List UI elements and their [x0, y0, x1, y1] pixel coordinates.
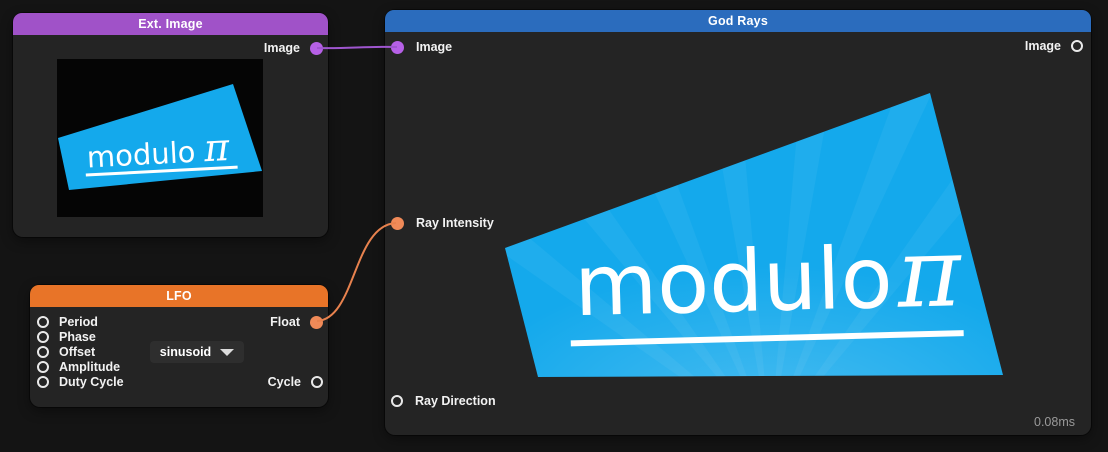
- node-lfo[interactable]: LFO Period Phase Offset Amplitude Duty C…: [30, 285, 328, 407]
- god-rays-input-image-label: Image: [416, 40, 453, 54]
- logo-panel-large: [505, 93, 1003, 377]
- lfo-output-float-port[interactable]: [310, 315, 323, 329]
- god-rays-timing-label: 0.08ms: [1034, 415, 1075, 429]
- lfo-input-period-port[interactable]: [37, 316, 49, 328]
- lfo-input-offset-row: Offset: [37, 344, 95, 360]
- god-rays-input-ray-intensity-row: Ray Intensity: [391, 215, 494, 231]
- ext-image-title: Ext. Image: [138, 17, 203, 31]
- ext-image-preview: modulo π: [57, 59, 263, 217]
- ext-image-output-label: Image: [263, 41, 300, 55]
- lfo-waveform-value: sinusoid: [159, 345, 212, 359]
- lfo-input-duty-cycle-row: Duty Cycle: [37, 374, 124, 390]
- lfo-input-phase-label: Phase: [59, 330, 96, 344]
- lfo-output-cycle-row: Cycle: [268, 374, 323, 390]
- lfo-input-amplitude-row: Amplitude: [37, 359, 120, 375]
- logo-text-large: modulo: [573, 229, 894, 336]
- god-rays-output-image-port[interactable]: [1071, 40, 1083, 52]
- lfo-output-cycle-port[interactable]: [311, 376, 323, 388]
- logo-underline-large: [570, 330, 964, 347]
- lfo-input-phase-port[interactable]: [37, 331, 49, 343]
- lfo-title: LFO: [166, 289, 192, 303]
- lfo-input-duty-cycle-label: Duty Cycle: [59, 375, 124, 389]
- logo-pi-large: π: [895, 216, 964, 330]
- logo-text-small: modulo: [86, 135, 196, 175]
- lfo-input-offset-port[interactable]: [37, 346, 49, 358]
- lfo-input-offset-label: Offset: [59, 345, 96, 359]
- node-ext-image[interactable]: Ext. Image Image modulo π: [13, 13, 328, 237]
- chevron-down-icon: [220, 348, 235, 356]
- god-rays-input-ray-direction-row: Ray Direction: [391, 393, 496, 409]
- god-rays-input-ray-intensity-label: Ray Intensity: [416, 216, 494, 230]
- god-rays-title: God Rays: [708, 14, 768, 28]
- god-rays-input-image-port[interactable]: [391, 40, 404, 54]
- lfo-input-phase-row: Phase: [37, 329, 96, 345]
- logo-underline-small: [85, 165, 238, 177]
- god-rays-input-image-row: Image: [391, 39, 452, 55]
- ext-image-output-row: Image: [264, 40, 323, 56]
- node-god-rays[interactable]: God Rays modulo: [385, 10, 1091, 435]
- ext-image-preview-render: modulo π: [58, 84, 262, 190]
- lfo-input-amplitude-label: Amplitude: [59, 360, 121, 374]
- lfo-input-amplitude-port[interactable]: [37, 361, 49, 373]
- lfo-input-period-label: Period: [59, 315, 98, 329]
- god-rays-output-image-label: Image: [1024, 39, 1061, 53]
- god-rays-header[interactable]: God Rays: [385, 10, 1091, 32]
- god-rays-input-ray-direction-port[interactable]: [391, 395, 403, 407]
- lfo-output-cycle-label: Cycle: [267, 375, 301, 389]
- lfo-header[interactable]: LFO: [30, 285, 328, 307]
- logo-panel-small: [58, 84, 262, 190]
- lfo-input-duty-cycle-port[interactable]: [37, 376, 49, 388]
- god-rays-output-image-row: Image: [1025, 38, 1083, 54]
- wire-float-to-ray-intensity[interactable]: [316, 222, 397, 322]
- lfo-output-float-row: Float: [270, 314, 323, 330]
- ext-image-header[interactable]: Ext. Image: [13, 13, 328, 35]
- ext-image-output-port[interactable]: [310, 41, 323, 55]
- lfo-waveform-dropdown[interactable]: sinusoid: [150, 341, 244, 363]
- wire-image-to-god-rays[interactable]: [316, 45, 398, 50]
- lfo-output-float-label: Float: [270, 315, 300, 329]
- logo-pi-small: π: [202, 125, 231, 170]
- god-rays-input-ray-direction-label: Ray Direction: [415, 394, 496, 408]
- lfo-input-period-row: Period: [37, 314, 98, 330]
- god-rays-input-ray-intensity-port[interactable]: [391, 216, 404, 230]
